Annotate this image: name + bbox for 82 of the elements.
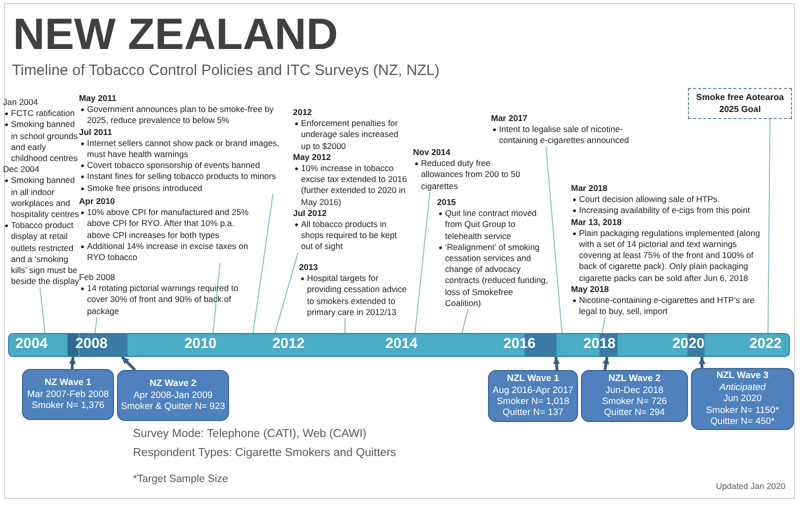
- leader-line: [602, 316, 606, 334]
- date-heading: 2015: [437, 197, 456, 208]
- wave-title: NZ Wave 1: [44, 377, 92, 389]
- timeline-bar: [8, 333, 790, 357]
- wave-detail: Smoker N= 1,018: [496, 396, 570, 408]
- year-label: 2008: [75, 335, 108, 354]
- title: NEW ZEALAND: [13, 13, 338, 57]
- wave-title: NZL Wave 3: [716, 370, 769, 382]
- year-label: 2020: [672, 335, 705, 354]
- wave-detail: Smoker N= 726: [602, 396, 667, 408]
- wave-detail: Quitter N= 294: [604, 407, 665, 419]
- year-label: 2014: [385, 335, 418, 354]
- year-label: 2016: [503, 335, 536, 354]
- wave-detail: Quitter N= 137: [502, 407, 564, 419]
- bullet-point: Covert tobacco sponsorship of events banned: [79, 160, 260, 172]
- date-heading: Mar 2017: [491, 113, 528, 124]
- wave-detail: Jun 2020: [723, 393, 762, 405]
- date-heading: Apr 2010: [79, 196, 115, 208]
- leader-line: [546, 146, 562, 334]
- date-heading: Jan 2004: [3, 97, 38, 108]
- date-heading: Dec 2004: [3, 164, 40, 176]
- survey-wave-box: [691, 368, 794, 430]
- bullet-point: ‘Realignment’ of smoking cessation services and change of advocacy contracts (reduced funding, loss of Smokefree Coalition): [437, 242, 549, 310]
- wave-title: NZL Wave 2: [608, 373, 661, 385]
- leader-line: [40, 287, 46, 334]
- bullet-point: Court decision allowing sale of HTPs.: [571, 194, 720, 206]
- survey-wave-box: [22, 369, 114, 420]
- date-heading: 2013: [299, 262, 318, 274]
- goal-callout: Smoke free Aotearoa 2025 Goal: [688, 88, 792, 119]
- leader-line: [252, 193, 274, 334]
- date-heading: May 2011: [79, 93, 116, 104]
- bullet-point: Plain packaging regulations implemented (along with a set of 14 pictorial and text warnings covering at least 75% of the front and 100% of back of cigarette pack). Only plain packaging cigarette packs can be sold after Jun 6, 2018: [571, 228, 761, 284]
- leader-line: [414, 191, 430, 334]
- bullet-point: Instant fines for selling tobacco products to minors: [79, 171, 276, 183]
- year-label: 2012: [272, 335, 305, 354]
- date-heading: Nov 2014: [413, 147, 450, 158]
- year-label: 2022: [749, 335, 782, 354]
- wave-title: NZL Wave 1: [506, 373, 560, 385]
- leader-line: [212, 262, 220, 334]
- leader-line: [274, 252, 298, 334]
- wave-detail: Smoker N= 1,376: [32, 400, 104, 412]
- date-heading: Mar 2018: [571, 183, 608, 194]
- wave-detail: Smoker N= 1150*: [706, 404, 779, 416]
- wave-detail: Jun-Dec 2018: [606, 384, 664, 396]
- leader-line: [94, 316, 98, 334]
- wave-title: NZ Wave 2: [150, 378, 196, 390]
- respondent-types-note: Respondent Types: Cigarette Smokers and Quitters: [133, 447, 396, 461]
- wave-detail: Quitter N= 450*: [710, 416, 775, 428]
- year-label: 2010: [184, 335, 217, 354]
- date-heading: May 2012: [293, 152, 331, 164]
- bullet-point: FCTC ratification: [3, 108, 75, 120]
- date-heading: Jul 2011: [79, 126, 112, 138]
- date-heading: Feb 2008: [79, 272, 115, 284]
- date-heading: Mar 13, 2018: [571, 216, 622, 228]
- survey-wave-box: [488, 370, 578, 422]
- wave-detail: Mar 2007-Feb 2008: [27, 388, 109, 400]
- survey-wave-box: [581, 370, 688, 422]
- bullet-point: Tobacco product display at retail outlets restricted and a ‘smoking kills’ sign must be beside the display: [3, 220, 81, 288]
- bullet-point: Increasing availability of e-cigs from this point: [571, 205, 750, 217]
- year-label: 2018: [583, 335, 616, 354]
- arrow: [121, 356, 136, 371]
- update-note: Updated Jan 2020: [716, 481, 786, 492]
- arrow: [68, 356, 76, 370]
- date-heading: May 2018: [571, 284, 609, 296]
- leader-line: [768, 118, 770, 334]
- wave-detail: Aug 2016-Apr 2017: [492, 384, 574, 396]
- arrow: [698, 357, 706, 368]
- wave-detail: Smoker & Quitter N= 923: [120, 401, 226, 413]
- wave-detail: Anticipated: [720, 382, 766, 394]
- date-heading: 2012: [293, 107, 312, 118]
- year-label: 2004: [15, 335, 48, 354]
- bullet-point: Smoke free prisons introduced: [79, 182, 202, 194]
- date-heading: Jul 2012: [293, 208, 327, 220]
- wave-detail: Apr 2008-Jan 2009: [133, 390, 213, 402]
- survey-wave-box: [117, 370, 229, 421]
- subtitle: Timeline of Tobacco Control Policies and ITC Surveys (NZ, NZL): [12, 62, 440, 80]
- survey-mode-note: Survey Mode: Telephone (CATI), Web (CAWI): [133, 428, 366, 442]
- leader-line: [462, 308, 468, 334]
- leader-line: [344, 318, 346, 334]
- arrow: [553, 356, 560, 370]
- arrow: [602, 356, 610, 370]
- footnote: *Target Sample Size: [133, 473, 228, 486]
